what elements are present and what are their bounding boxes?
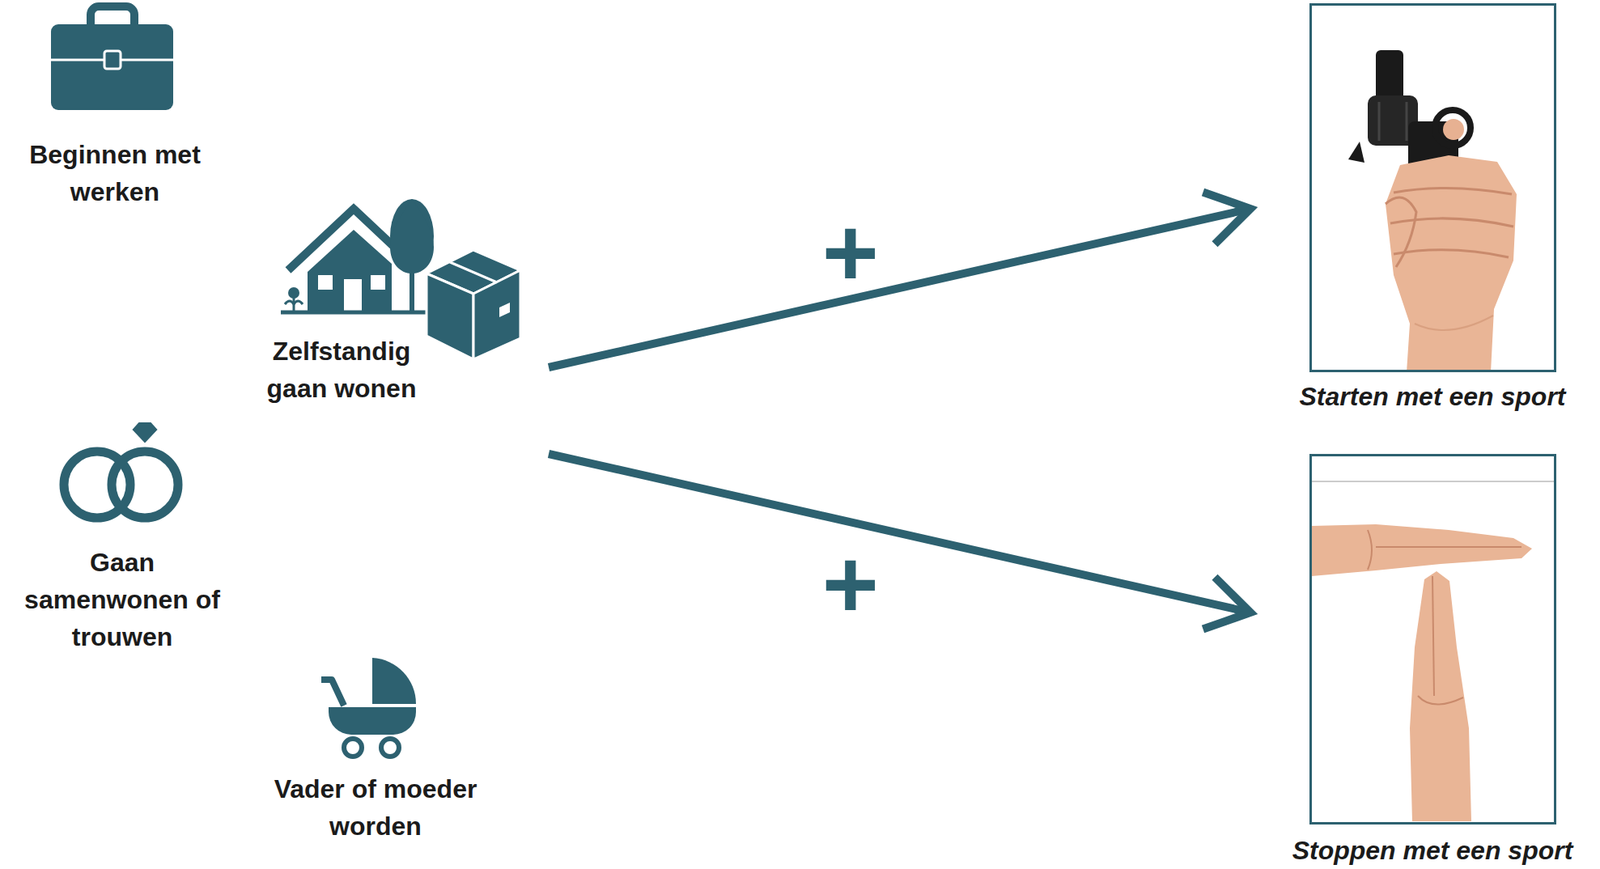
- event-label: Beginnen met werken: [21, 135, 208, 211]
- event-label: Gaan samenwonen of trouwen: [16, 543, 229, 656]
- stroller-icon: [321, 657, 416, 757]
- photo-caption: Stoppen met een sport: [1270, 836, 1595, 866]
- arrow-head: [1203, 191, 1251, 244]
- arrow-line: [548, 454, 1251, 613]
- event-label: Zelfstandig gaan wonen: [256, 332, 427, 408]
- briefcase-icon: [50, 6, 174, 111]
- plus-sign: +: [822, 203, 879, 302]
- photo-box: Starten met een sport: [1309, 3, 1557, 373]
- arrow-line: [548, 208, 1251, 368]
- arrow-head: [1203, 577, 1251, 629]
- arrow-connector: [548, 191, 1251, 368]
- starting-pistol-photo: [1348, 50, 1517, 373]
- life-event: Gaan samenwonen of trouwen: [12, 420, 239, 664]
- life-event: Zelfstandig gaan wonen: [242, 194, 549, 466]
- photo-box: Stoppen met een sport: [1309, 454, 1557, 825]
- life-event: Vader of moeder worden: [242, 651, 510, 854]
- event-label: Vader of moeder worden: [257, 770, 494, 845]
- plus-sign: +: [822, 535, 879, 633]
- time-out-photo: [1311, 481, 1554, 822]
- life-event: Beginnen met werken: [20, 0, 215, 219]
- house-icon: [280, 199, 521, 360]
- rings-icon: [63, 421, 179, 518]
- arrow-connector: [548, 454, 1251, 630]
- photo-caption: Starten met een sport: [1270, 381, 1595, 412]
